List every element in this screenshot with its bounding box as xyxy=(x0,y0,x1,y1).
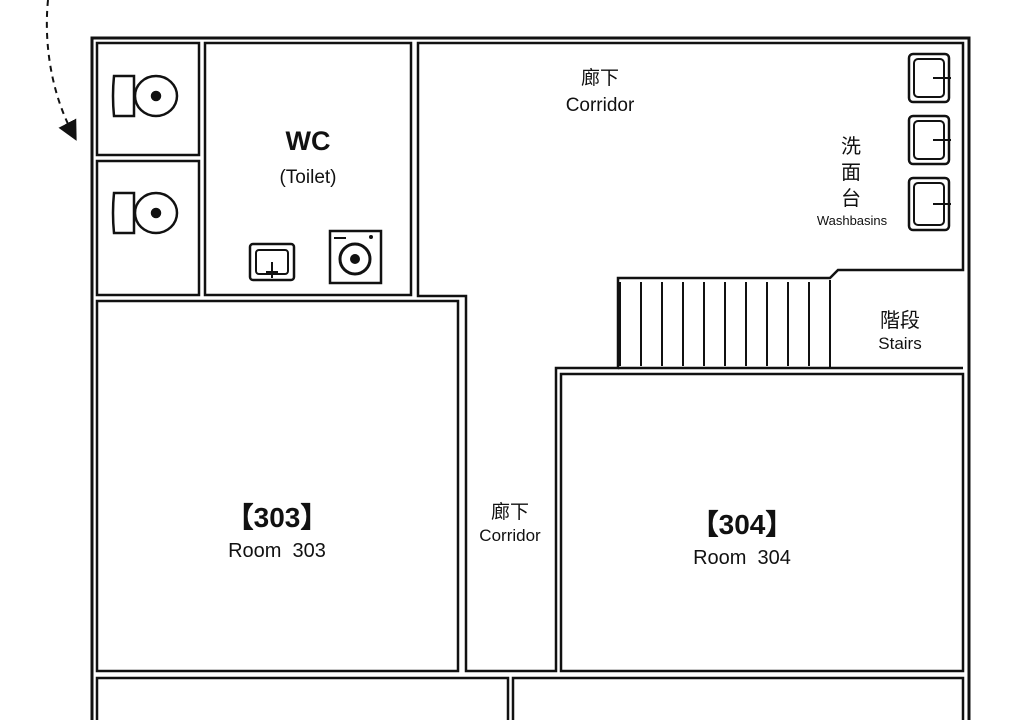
corridor-mid-en: Corridor xyxy=(479,526,541,545)
washbasins-en: Washbasins xyxy=(816,213,888,228)
room-304 xyxy=(559,372,965,673)
room-304-number: 【304】 xyxy=(690,509,794,540)
washbasin-icon xyxy=(907,114,951,166)
washing-machine-icon xyxy=(328,229,383,285)
stairs-treads xyxy=(618,280,963,370)
stairs-en: Stairs xyxy=(878,334,922,353)
corridor-top-en: Corridor xyxy=(565,95,635,116)
washbasins-jp-3: 台 xyxy=(841,186,861,210)
entry-arrow xyxy=(45,0,77,141)
corridor-mid-jp: 廊下 xyxy=(490,501,529,523)
room-bottom-left xyxy=(95,676,510,720)
room-303-number: 【303】 xyxy=(225,502,329,533)
corridor-top-jp: 廊下 xyxy=(580,67,619,89)
wc-subtitle: (Toilet) xyxy=(279,167,337,188)
room-303-name: Room 303 xyxy=(228,540,326,562)
wc-title: WC xyxy=(285,126,331,156)
room-303 xyxy=(95,299,460,673)
washbasins-jp-2: 面 xyxy=(841,160,861,184)
toilet-stall-2 xyxy=(95,159,201,297)
sink-icon xyxy=(248,242,296,282)
washbasins-jp-1: 洗 xyxy=(841,134,861,158)
stairs-jp: 階段 xyxy=(880,308,920,332)
toilet-icon xyxy=(111,74,179,118)
washbasin-icon xyxy=(907,176,951,232)
room-304-name: Room 304 xyxy=(693,547,791,569)
toilet-icon xyxy=(111,191,179,235)
corridor-outline xyxy=(416,41,965,673)
wc-room xyxy=(203,41,413,297)
room-bottom-right xyxy=(511,676,965,720)
washbasin-icon xyxy=(907,52,951,104)
outer-wall xyxy=(90,36,971,720)
toilet-stall-1 xyxy=(95,41,201,157)
